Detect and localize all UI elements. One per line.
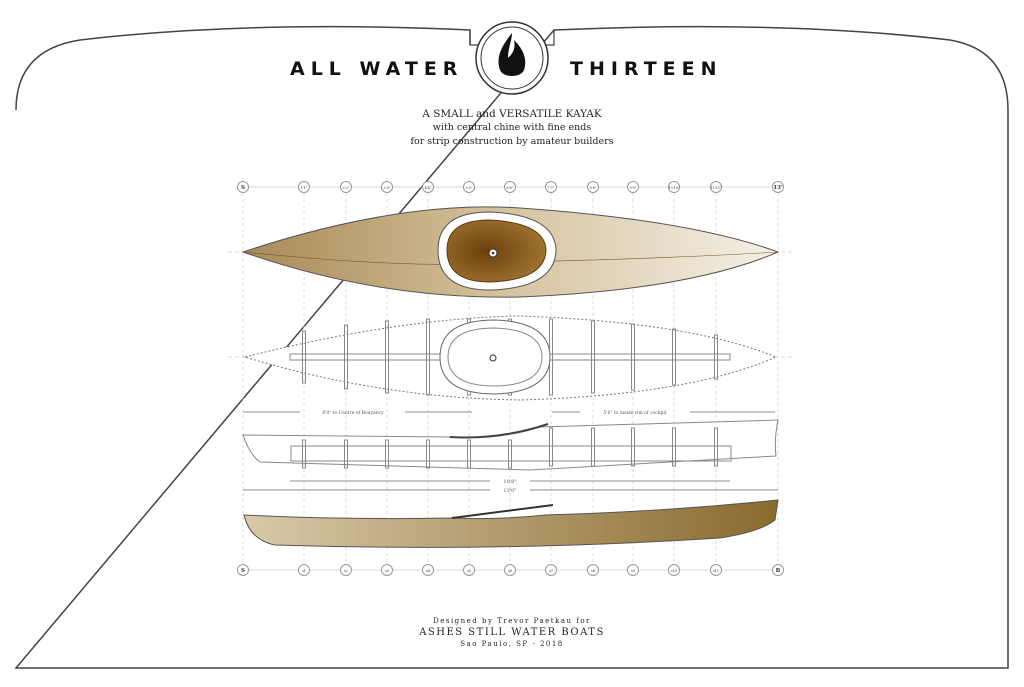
- logo: [475, 21, 549, 95]
- station-marker-top: [772, 181, 784, 193]
- station-label-bottom: s7: [549, 569, 553, 573]
- station-label-bottom: s2: [344, 569, 348, 573]
- footer-place: Sao Paulo, SP - 2018: [460, 640, 564, 648]
- station-marker-top: [422, 181, 434, 193]
- station-marker-top: [627, 181, 639, 193]
- station-label-bottom: s10: [671, 569, 677, 573]
- frame-station-side: [467, 439, 471, 469]
- station-label-top: 2'2": [342, 186, 349, 190]
- station-marker-top: [545, 181, 557, 193]
- station-label-bottom: s9: [631, 569, 635, 573]
- frame-station-side: [508, 439, 512, 469]
- station-label-bottom: S: [241, 568, 245, 574]
- frame-station-side: [426, 439, 430, 469]
- frame-station-side: [302, 439, 306, 469]
- station-label-top: 7'7": [547, 186, 554, 190]
- station-marker-bottom: [463, 564, 475, 576]
- frame-station: [426, 318, 430, 396]
- station-marker-top: [298, 181, 310, 193]
- station-label-bottom: s8: [591, 569, 595, 573]
- station-label-top: 5'5": [465, 186, 472, 190]
- frame-station-side: [672, 427, 676, 467]
- station-label-bottom: s3: [385, 569, 389, 573]
- side-frame-view: [242, 419, 779, 471]
- station-marker-bottom: [772, 564, 784, 576]
- frame-station: [385, 320, 389, 394]
- border-frame: [14, 25, 1009, 669]
- station-label-bottom: s1: [302, 569, 306, 573]
- station-marker-top: [668, 181, 680, 193]
- station-marker-bottom: [381, 564, 393, 576]
- station-marker-bottom: [298, 564, 310, 576]
- frame-station-side: [591, 427, 595, 467]
- frame-station-side: [631, 427, 635, 467]
- frame-station: [714, 334, 718, 380]
- station-label-bottom: B: [776, 568, 781, 574]
- frame-station-side: [344, 439, 348, 469]
- title-right: THIRTEEN: [570, 58, 723, 80]
- dim-overall: 13'0": [503, 488, 516, 494]
- station-marker-top: [463, 181, 475, 193]
- station-marker-top: [587, 181, 599, 193]
- station-marker-bottom: [587, 564, 599, 576]
- station-label-bottom: s4: [426, 569, 431, 573]
- station-label-top: 8'8": [589, 186, 596, 190]
- station-label-top: 6'6": [506, 186, 513, 190]
- subtitle-3: for strip construction by amateur builde…: [410, 136, 614, 147]
- hull-profile: [243, 499, 779, 548]
- dim-inner: 10'8": [503, 479, 516, 485]
- station-label-bottom: s6: [508, 569, 512, 573]
- station-marker-bottom: [668, 564, 680, 576]
- subtitle-1: A SMALL and VERSATILE KAYAK: [422, 108, 602, 120]
- frame-station: [302, 330, 306, 384]
- station-marker-bottom: [422, 564, 434, 576]
- station-marker-bottom: [340, 564, 352, 576]
- station-label-top: 13': [773, 185, 783, 191]
- frame-station: [591, 320, 595, 394]
- station-label-top: S: [241, 185, 245, 191]
- station-marker-top: [381, 181, 393, 193]
- title-left: ALL WATER: [290, 58, 464, 80]
- station-marker-top: [504, 181, 516, 193]
- station-marker-top: [710, 181, 722, 193]
- station-label-top: 10'10": [668, 186, 680, 190]
- station-marker-bottom: [627, 564, 639, 576]
- station-label-top: 4'4": [424, 186, 431, 190]
- subtitle-2: with central chine with fine ends: [432, 122, 592, 133]
- station-marker-bottom: [504, 564, 516, 576]
- frame-station-side: [549, 427, 553, 467]
- station-label-top: 11'11": [710, 186, 722, 190]
- station-label-top: 9'9": [629, 186, 636, 190]
- station-label-top: 1'1": [300, 186, 307, 190]
- frame-station-side: [385, 439, 389, 469]
- frame-station: [672, 328, 676, 386]
- frame-station: [631, 323, 635, 391]
- station-label-bottom: s5: [467, 569, 471, 573]
- flame-icon: [498, 33, 526, 76]
- frame-station-side: [714, 427, 718, 467]
- footer-company: ASHES STILL WATER BOATS: [419, 627, 605, 638]
- station-label-top: 3'3": [383, 186, 390, 190]
- dim-cockpit: 5'6" to inside rim of cockpit: [603, 410, 666, 416]
- station-marker-top: [340, 181, 352, 193]
- station-label-bottom: s11: [713, 569, 719, 573]
- station-marker-bottom: [710, 564, 722, 576]
- station-marker-bottom: [545, 564, 557, 576]
- footer-designed: Designed by Trevor Paetkau for: [433, 617, 591, 625]
- dim-cob: 6'0" to Centre of Bouyancy: [322, 410, 384, 416]
- station-marker-bottom: [237, 564, 249, 576]
- frame-station: [344, 324, 348, 390]
- station-marker-top: [237, 181, 249, 193]
